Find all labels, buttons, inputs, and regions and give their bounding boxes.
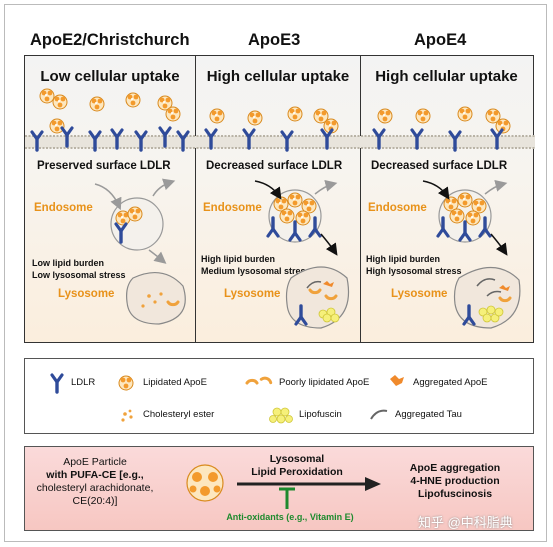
lysosome-label: Lysosome (391, 288, 448, 300)
ldlr-status-label: Decreased surface LDLR (206, 160, 343, 172)
burden-label: High lipid burden High lysosomal stress (366, 253, 462, 277)
cell-illustrations (25, 88, 535, 329)
poorly-lipidated-apoe-icon (245, 376, 273, 385)
legend-poorly-lipidated-apoe: Poorly lipidated ApoE (279, 377, 370, 388)
lysosome-panel3 (453, 266, 521, 329)
outcome-label: ApoE aggregation 4-HNE production Lipofu… (395, 462, 515, 501)
process-line: Lipid Peroxidation (251, 466, 343, 478)
legend-aggregated-apoe: Aggregated ApoE (413, 377, 488, 388)
legend-icons (50, 373, 404, 424)
legend-ldlr: LDLR (71, 377, 96, 388)
aggregated-tau-icon (370, 409, 388, 420)
lipid-burden-text: Low lipid burden (32, 258, 104, 268)
antioxidant-label: Anti-oxidants (e.g., Vitamin E) (226, 512, 354, 522)
lysosome-panel2 (285, 266, 350, 329)
particle-line: cholesteryl arachidonate, (36, 482, 154, 494)
lysosome-label: Lysosome (224, 288, 281, 300)
cholesteryl-ester-icon (121, 409, 133, 422)
legend: LDLR Lipidated ApoE Poorly lipidated Apo… (24, 358, 534, 434)
burden-label: High lipid burden Medium lysosomal stres… (201, 253, 311, 277)
ldlr-status-label: Preserved surface LDLR (37, 160, 171, 172)
lipofuscin-icon (269, 407, 293, 424)
column-title-apoe2: ApoE2/Christchurch (30, 31, 190, 49)
process-arrow (237, 477, 381, 491)
panel-uptake-title: Low cellular uptake (40, 68, 180, 85)
burden-label: Low lipid burden Low lysosomal stress (32, 257, 126, 281)
panel-apoe4: High cellular uptake Decreased surface L… (360, 56, 532, 342)
apoe-particle-icon (186, 464, 224, 502)
particle-line: with PUFA-CE [e.g., (46, 469, 144, 481)
outcome-line: ApoE aggregation (409, 462, 501, 474)
process-line: Lysosomal (269, 453, 325, 465)
inhibition-symbol (279, 487, 295, 509)
process-label: Lysosomal Lipid Peroxidation (237, 453, 357, 479)
legend-lipofuscin: Lipofuscin (299, 409, 342, 420)
particle-line: ApoE Particle (63, 456, 127, 468)
legend-cholesteryl-ester: Cholesteryl ester (143, 409, 215, 420)
endosome-label: Endosome (203, 202, 262, 214)
column-title-apoe4: ApoE4 (414, 31, 467, 49)
legend-lipidated-apoe: Lipidated ApoE (143, 377, 207, 388)
lysosome-label: Lysosome (58, 288, 115, 300)
mechanism-box: ApoE Particle with PUFA-CE [e.g., choles… (24, 446, 534, 531)
outcome-line: 4-HNE production (410, 475, 500, 487)
apoe-particles-panel1 (39, 88, 181, 134)
panel-apoe3: High cellular uptake Decreased surface L… (195, 56, 360, 342)
endosome-panel2 (254, 180, 338, 256)
panel-uptake-title: High cellular uptake (206, 68, 350, 85)
endosome-label: Endosome (368, 202, 427, 214)
lipid-burden-text: High lipid burden (201, 254, 275, 264)
particle-line: CE(20:4)] (72, 495, 118, 507)
column-title-apoe3: ApoE3 (248, 31, 301, 49)
endosome-label: Endosome (34, 202, 93, 214)
panel-uptake-title: High cellular uptake (375, 68, 518, 85)
legend-aggregated-tau: Aggregated Tau (395, 409, 462, 420)
lipid-burden-text: High lipid burden (366, 254, 440, 264)
apoe-particles-panel3 (377, 106, 511, 134)
lipidated-apoe-icon (118, 375, 134, 391)
lysosome-panel1 (126, 271, 186, 325)
aggregated-apoe-icon (390, 375, 404, 386)
particle-description: ApoE Particle with PUFA-CE [e.g., choles… (35, 456, 155, 508)
endosome-panel3 (422, 180, 508, 256)
lysosomal-stress-text: High lysosomal stress (366, 266, 462, 276)
apoe-particles-panel2 (209, 106, 339, 134)
watermark: 知乎 @中科脂典 (418, 515, 513, 530)
uptake-panels: Low cellular uptake Preserved surface LD… (24, 55, 535, 343)
mechanism-graphics (186, 464, 381, 509)
ldlr-status-label: Decreased surface LDLR (371, 160, 508, 172)
figure-frame (4, 4, 547, 542)
cell-membrane (25, 135, 535, 149)
endosome-panel1 (94, 178, 176, 264)
lysosomal-stress-text: Low lysosomal stress (32, 270, 126, 280)
outcome-line: Lipofuscinosis (417, 488, 493, 500)
lysosomal-stress-text: Medium lysosomal stress (201, 266, 311, 276)
ldlr-icon (50, 373, 64, 394)
panel-apoe2: Low cellular uptake Preserved surface LD… (25, 56, 195, 342)
